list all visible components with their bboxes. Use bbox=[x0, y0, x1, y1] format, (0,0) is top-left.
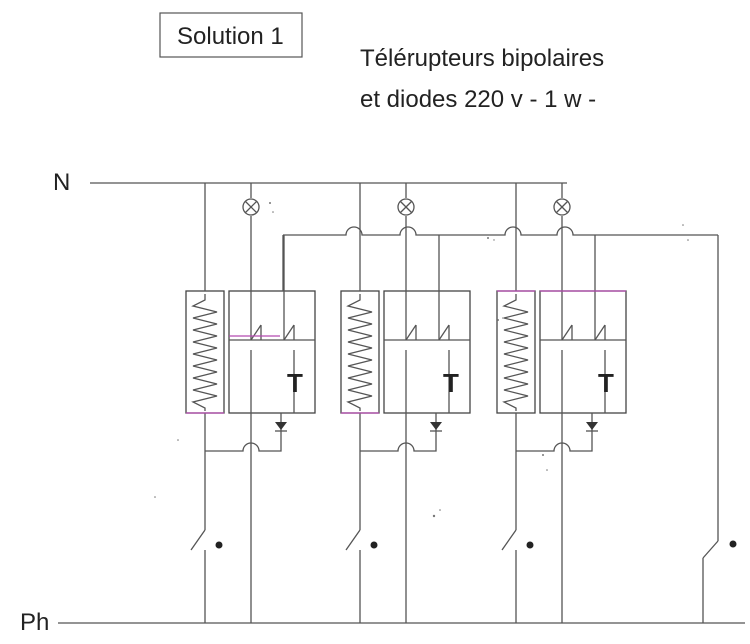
pushbutton-4-knob bbox=[729, 540, 737, 548]
relay-group-1: T bbox=[185, 182, 316, 624]
relay-2-label: T bbox=[443, 368, 459, 398]
scan-noise bbox=[154, 202, 689, 518]
pushbutton-4-contact bbox=[702, 540, 719, 559]
lamp-feed-line bbox=[283, 226, 718, 236]
relay-3-label: T bbox=[598, 368, 614, 398]
relay-1-label: T bbox=[287, 368, 303, 398]
solution-label: Solution 1 bbox=[177, 23, 284, 50]
title-line-2: et diodes 220 v - 1 w - bbox=[360, 86, 596, 113]
relay-group-2: T bbox=[340, 182, 471, 624]
title-line-1: Télérupteurs bipolaires bbox=[360, 45, 604, 72]
solution-box bbox=[159, 12, 303, 58]
relay-group-3: T bbox=[496, 182, 627, 624]
phase-label: Ph bbox=[20, 609, 49, 636]
neutral-label: N bbox=[53, 169, 70, 196]
